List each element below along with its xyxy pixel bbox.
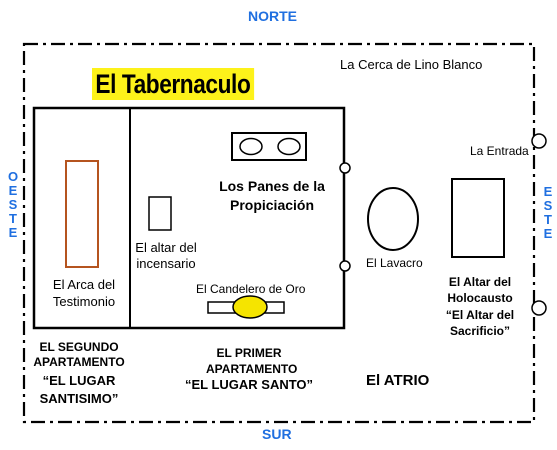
page-title: El Tabernaculo: [92, 68, 254, 100]
laver-label: El Lavacro: [366, 256, 423, 270]
showbread-table: [231, 132, 307, 161]
linen-fence: [22, 42, 536, 424]
burnt-offering-altar: [451, 178, 505, 258]
holy-place-caption: “EL LUGAR SANTO”: [184, 377, 314, 392]
north-label: NORTE: [248, 8, 297, 24]
entrance-post-bottom: [531, 300, 547, 316]
door-post-bottom: [339, 260, 351, 272]
second-apartment-caption: EL SEGUNDO APARTAMENTO: [33, 340, 125, 369]
showbread-label: Los Panes de la Propiciación: [219, 178, 325, 213]
incense-altar: [148, 196, 172, 231]
first-apartment-caption: EL PRIMER APARTAMENTO: [206, 346, 298, 376]
bread-loaf-right: [277, 137, 301, 156]
most-holy-place-caption: “EL LUGAR SANTISIMO”: [39, 373, 119, 406]
ark-label: El Arca del Testimonio: [52, 277, 116, 309]
fence-label: La Cerca de Lino Blanco: [340, 57, 483, 72]
tabernacle-building: [32, 106, 346, 330]
entrance-label: La Entrada: [470, 144, 529, 158]
entrance-post-top: [531, 133, 547, 149]
courtyard-label: El ATRIO: [366, 372, 430, 389]
candlestick-label: El Candelero de Oro: [196, 282, 306, 296]
south-label: SUR: [262, 426, 292, 442]
sacrifice-altar-label: “El Altar del Sacrificio”: [445, 308, 515, 338]
east-label: ESTE: [543, 184, 553, 241]
laver: [367, 187, 419, 251]
door-post-top: [339, 162, 351, 174]
burnt-offering-altar-label: El Altar del Holocausto: [447, 275, 513, 305]
bread-loaf-left: [239, 137, 263, 156]
candlestick: [232, 295, 268, 319]
incense-altar-label: El altar del incensario: [135, 240, 197, 271]
west-label: OESTE: [7, 169, 19, 240]
ark-of-testimony: [65, 160, 99, 268]
